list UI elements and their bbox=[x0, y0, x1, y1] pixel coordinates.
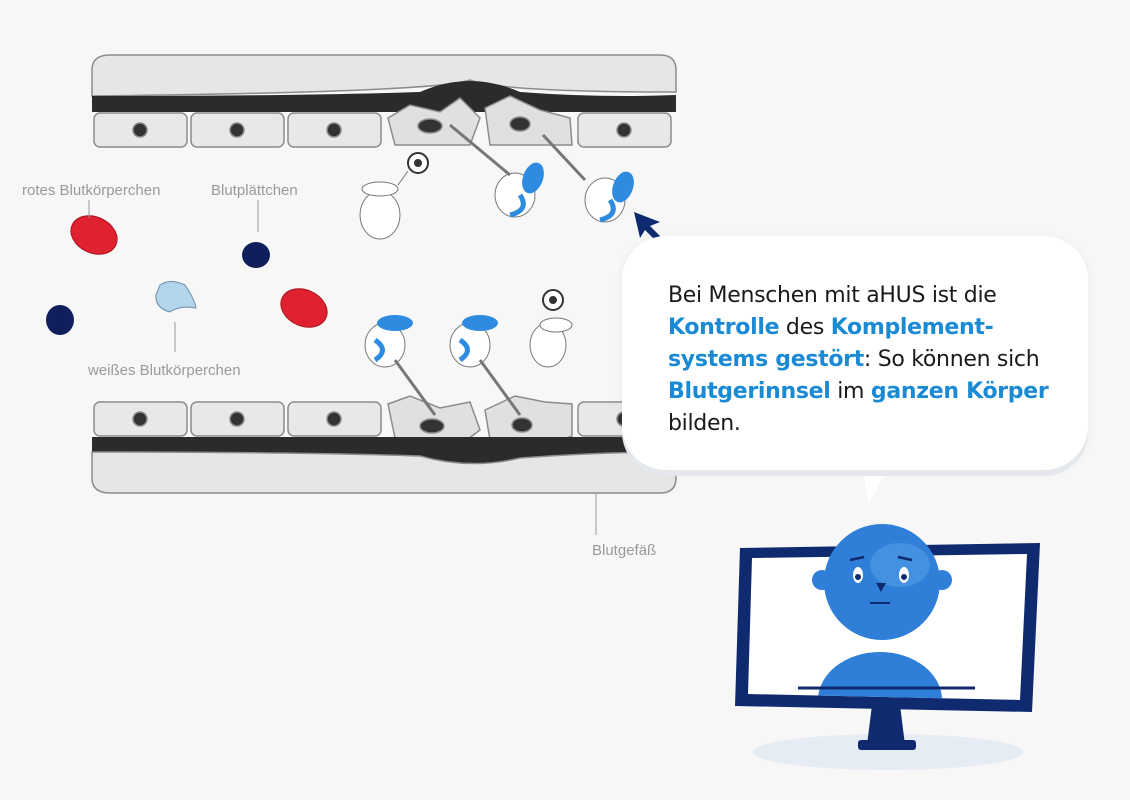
bubble-text-plain: im bbox=[830, 379, 871, 404]
bubble-text-highlight: Komplement-systems gestört bbox=[668, 315, 994, 372]
bubble-text-highlight: Kontrolle bbox=[668, 315, 780, 340]
bubble-text-plain: des bbox=[779, 315, 831, 340]
label-white-blood-cell: weißes Blutkörperchen bbox=[87, 362, 241, 379]
platelet bbox=[242, 242, 270, 268]
bubble-text-plain: Bei Menschen mit aHUS ist die bbox=[668, 283, 997, 308]
label-platelet: Blutplättchen bbox=[211, 182, 298, 199]
speech-bubble-tail bbox=[862, 462, 892, 505]
red-blood-cell bbox=[70, 215, 118, 255]
monitor-avatar bbox=[735, 524, 1040, 770]
vessel-top-wall bbox=[91, 54, 677, 112]
speech-bubble-text: Bei Menschen mit aHUS ist die Kontrolle … bbox=[668, 280, 1068, 440]
cursor-arrow-icon bbox=[634, 212, 660, 240]
white-blood-cell bbox=[155, 281, 197, 313]
label-red-blood-cell: rotes Blutkörperchen bbox=[22, 182, 160, 199]
platelet bbox=[46, 305, 74, 335]
bubble-text-plain: : So können sich bbox=[863, 347, 1040, 372]
endothelial-cells-top bbox=[93, 95, 672, 148]
label-blood-vessel: Blutgefäß bbox=[592, 542, 656, 559]
bubble-text-highlight: ganzen Körper bbox=[870, 379, 1049, 404]
vessel-bottom-wall bbox=[91, 437, 677, 494]
bubble-text-plain: bilden. bbox=[668, 411, 741, 436]
bubble-text-highlight: Blutgerinnsel bbox=[668, 379, 831, 404]
complement-characters bbox=[359, 123, 634, 416]
red-blood-cell bbox=[280, 288, 328, 328]
speech-bubble bbox=[622, 236, 1088, 470]
